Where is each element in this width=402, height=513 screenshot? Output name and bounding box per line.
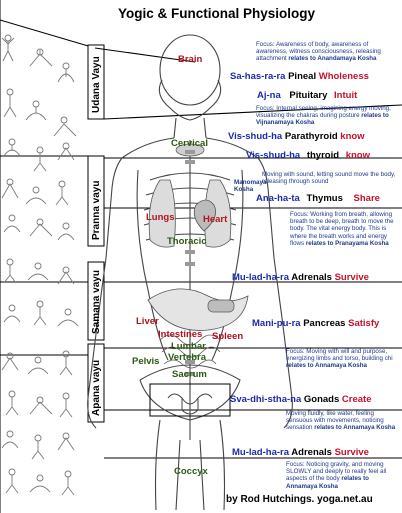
credit-line: by Rod Hutchings. yoga.net.au — [226, 494, 373, 505]
focus-note-3: Moving with sound, letting sound move th… — [262, 171, 396, 186]
organ-lumbar: Lumbar — [171, 341, 206, 352]
organ-brain: Brain — [178, 54, 203, 65]
manomaya-label: Manomaya Kosha — [234, 179, 267, 193]
page-title: Yogic & Functional Physiology — [118, 6, 316, 21]
organ-spleen: Spleen — [212, 331, 244, 342]
organ-heart: Heart — [203, 214, 228, 225]
focus-note-4: Focus: Working from breath, allowing bre… — [290, 211, 394, 247]
chakra-row-4: Vis-shud-ha thyroid know — [246, 150, 370, 161]
organ-cervical: Cervical — [171, 138, 208, 149]
organ-pelvis: Pelvis — [132, 356, 160, 367]
chakra-row-6: Mu-lad-ha-ra Adrenals Survive — [232, 272, 369, 283]
chakra-row-9: Mu-lad-ha-ra Adrenals Survive — [232, 447, 369, 458]
organ-vertebra: Vertebra — [168, 352, 207, 363]
chakra-row-2: Aj-na Pituitary Intuit — [257, 90, 358, 101]
organ-liver: Liver — [136, 316, 159, 327]
focus-note-5: Focus: Moving with will and purpose, ene… — [286, 348, 393, 370]
chakra-row-3: Vis-shud-ha Parathyroid know — [228, 131, 365, 142]
chakra-row-8: Sva-dhi-stha-na Gonads Create — [230, 394, 372, 405]
focus-note-7: Focus: Noticing gravity, and moving SLOW… — [286, 461, 387, 490]
vayu-label-udana: Udana Vayu — [91, 56, 102, 113]
focus-note-2: Focus: Internal seeing, imagining energy… — [256, 105, 391, 127]
organ-coccyx: Coccyx — [174, 466, 208, 477]
organ-sacrum: Sacrum — [172, 369, 207, 380]
vayu-label-pranna: Pranna vayu — [91, 180, 102, 240]
focus-note-6: Moving fluidly, like water, feeling sens… — [286, 410, 396, 432]
focus-note-1: Focus: Awareness of body, awareness of a… — [256, 41, 381, 63]
vayu-label-samana: Samana vayu — [91, 270, 102, 334]
organ-thoracic: Thoracic — [167, 236, 207, 247]
chakra-row-7: Mani-pu-ra Pancreas Satisfy — [252, 318, 380, 329]
chakra-row-1: Sa-has-ra-ra Pineal Wholeness — [230, 71, 369, 82]
organ-intestines: Intestines — [158, 329, 203, 340]
organ-lungs: Lungs — [146, 212, 175, 223]
chakra-row-5: Ana-ha-ta Thymus Share — [256, 193, 380, 204]
yoga-pose-sketches — [1, 34, 79, 496]
vayu-label-apana: Apana vayu — [91, 359, 102, 416]
